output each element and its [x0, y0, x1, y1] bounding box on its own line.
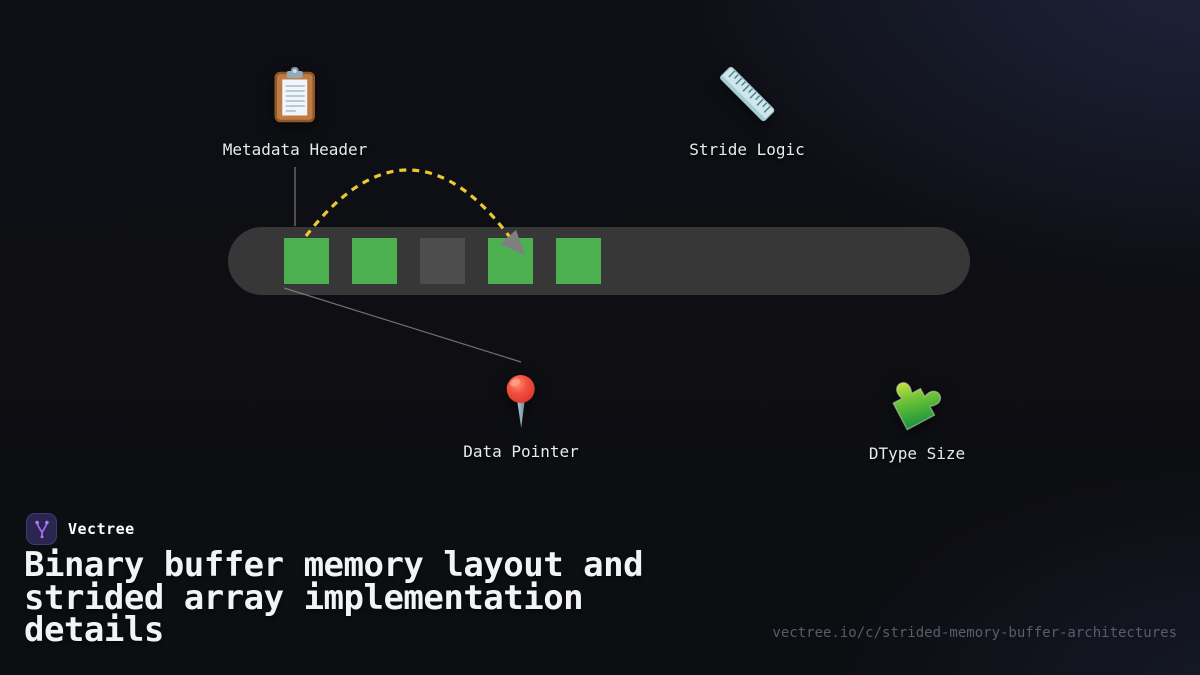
node-metadata-header: Metadata Header: [222, 64, 368, 159]
puzzle-icon: [869, 374, 965, 432]
ruler-icon: [689, 64, 805, 124]
pointer-connector-line: [283, 287, 522, 363]
node-stride-logic: Stride Logic: [689, 64, 805, 159]
node-label: Data Pointer: [463, 442, 579, 461]
card-title: Binary buffer memory layout and strided …: [24, 545, 644, 650]
buffer-cell-filled: [556, 238, 601, 284]
node-label: DType Size: [868, 444, 966, 463]
node-label: Metadata Header: [222, 140, 368, 159]
buffer-cell-filled: [352, 238, 397, 284]
vectree-branch-icon: [34, 520, 49, 539]
node-dtype-size: DType Size: [869, 374, 965, 463]
node-data-pointer: Data Pointer: [463, 372, 579, 461]
brand-name: Vectree: [68, 520, 135, 538]
brand-logo: [26, 513, 57, 545]
clipboard-icon: [223, 64, 368, 124]
buffer-cell-empty: [420, 238, 465, 284]
buffer-cell-filled: [284, 238, 329, 284]
brand-row: Vectree: [26, 513, 135, 545]
card-url: vectree.io/c/strided-memory-buffer-archi…: [772, 625, 1177, 641]
pushpin-icon: [463, 372, 579, 430]
node-label: Stride Logic: [689, 140, 805, 159]
buffer-cell-filled: [488, 238, 533, 284]
buffer-bar: [228, 227, 970, 295]
